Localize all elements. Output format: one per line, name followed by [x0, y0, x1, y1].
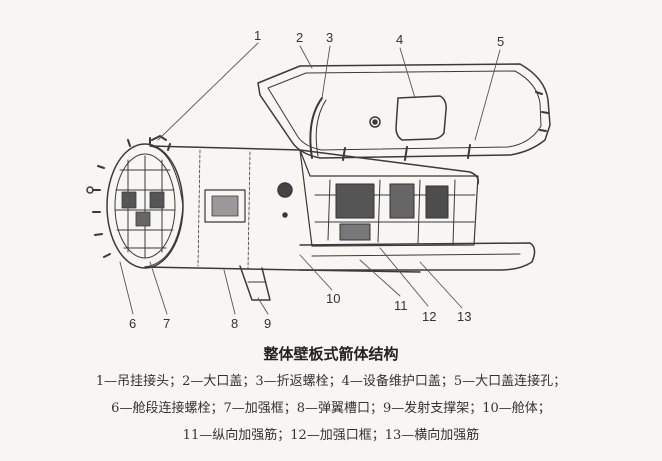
callout-1: 1 [254, 28, 262, 43]
launch-support [239, 265, 271, 301]
callout-9: 9 [264, 316, 272, 331]
callout-8: 8 [231, 316, 239, 331]
callout-5: 5 [497, 34, 505, 49]
callout-12: 12 [422, 309, 437, 324]
callout-7: 7 [163, 316, 171, 331]
callout-2: 2 [296, 30, 304, 45]
hanging-joint [151, 135, 167, 141]
legend-line-1: 1—吊挂接头；2—大口盖；3—折返螺栓；4—设备维护口盖；5—大口盖连接孔； [95, 374, 567, 389]
callout-10: 10 [326, 291, 341, 306]
callout-4: 4 [396, 32, 404, 47]
callout-6: 6 [129, 316, 137, 331]
structure-drawing [86, 42, 551, 315]
callout-3: 3 [326, 30, 334, 45]
large-cover-panel [257, 63, 551, 159]
callout-13: 13 [457, 309, 472, 324]
legend-line-2: 6—舱段连接螺栓；7—加强框；8—弹翼槽口；9—发射支撑架；10—舱体； [111, 401, 551, 416]
figure-title: 整体壁板式箭体结构 [263, 345, 399, 363]
legend-line-3: 11—纵向加强筋；12—加强口框；13—横向加强筋 [182, 428, 480, 443]
missile-body-structure-figure: 1 2 3 4 5 6 7 8 9 10 11 12 13 [86, 28, 551, 331]
callout-11: 11 [394, 298, 408, 313]
maintenance-hatch [395, 95, 447, 141]
